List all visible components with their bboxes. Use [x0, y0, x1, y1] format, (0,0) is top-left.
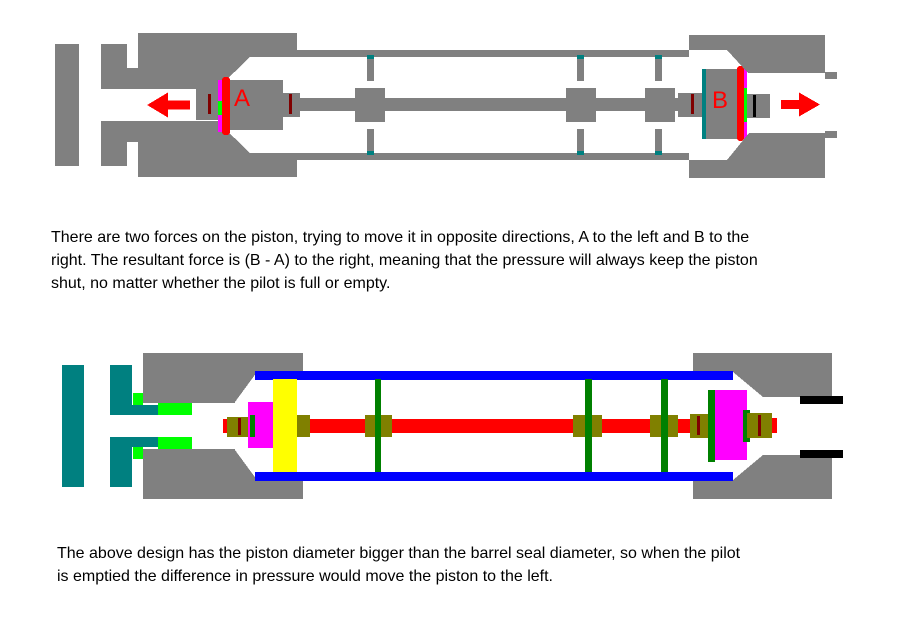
- valve-body-bottom-band: [138, 153, 297, 177]
- piston2-a-guide-right: [297, 415, 310, 437]
- piston-a-stem-pin: [208, 94, 211, 114]
- outlet-pipe-wall-bottom: [800, 450, 843, 458]
- spider2-web-bottom: [577, 129, 584, 153]
- inlet-bracket-top: [101, 44, 127, 89]
- piston-b-body: [706, 69, 737, 139]
- inlet-bracket-bottom-arm: [127, 121, 138, 142]
- bottom-valve-diagram: [62, 353, 843, 499]
- piston-a-face-seal: [222, 77, 230, 135]
- piston-b-retainer: [702, 69, 706, 139]
- piston-b-stem-left: [678, 93, 702, 117]
- piston-b-stem-right-pin: [753, 95, 756, 117]
- inlet2-bracket-bottom-arm: [132, 437, 158, 447]
- endcap-top-band: [689, 35, 825, 50]
- piston2-a-rod-seal: [250, 415, 255, 437]
- inlet2-bracket-bottom: [110, 437, 132, 487]
- endcap-bottom-band: [689, 160, 825, 178]
- inlet-bracket-top-arm: [127, 68, 138, 89]
- spider2-tick-top: [577, 55, 584, 59]
- spider2-web-top: [577, 57, 584, 81]
- spider3-tick-bottom: [655, 151, 662, 155]
- outlet-pipe-wall-top: [800, 396, 843, 404]
- barrel-wall-bottom: [297, 153, 689, 160]
- spider3-hub: [645, 88, 675, 122]
- inlet-bracket-bottom: [101, 121, 127, 166]
- endcap-bottom-lip: [825, 131, 837, 138]
- endcap-bottom-cone: [727, 133, 825, 160]
- inlet2-seal-top-bar: [158, 403, 192, 415]
- inlet2-bracket-top-arm: [132, 405, 158, 415]
- explanation-forces: There are two forces on the piston, tryi…: [51, 229, 758, 292]
- explanation-design: The above design has the piston diameter…: [57, 545, 741, 585]
- spider2-tick-bottom: [577, 151, 584, 155]
- piston2-a-face: [273, 379, 297, 472]
- force-label-b: B: [712, 87, 728, 114]
- endcap2-top-cone: [733, 372, 832, 397]
- spider2-2-seal: [585, 379, 592, 472]
- endcap2-top-band: [693, 353, 832, 372]
- spider3-web-bottom: [655, 129, 662, 153]
- endcap2-bottom-cone: [733, 455, 832, 480]
- inlet2-seal-bottom-block: [133, 447, 143, 459]
- endcap2-bottom-band: [693, 480, 832, 499]
- barrel2-wall-top: [255, 371, 733, 380]
- piston-a-body: [230, 80, 283, 130]
- piston-rod: [283, 98, 683, 111]
- inlet2-anchor-bar: [62, 365, 84, 487]
- inlet2-seal-bottom-bar: [158, 437, 192, 449]
- body2-top-funnel: [143, 372, 257, 403]
- piston2-a-guide-pin: [238, 418, 241, 435]
- body2-bottom-band: [143, 480, 303, 499]
- left-anchor-bar: [55, 44, 79, 166]
- spider1-web-top: [367, 57, 374, 81]
- barrel-wall-top: [297, 50, 689, 57]
- body2-top-band: [143, 353, 303, 372]
- piston2-b-seal-left: [708, 390, 715, 462]
- arrow-left-icon: [147, 92, 190, 118]
- spider1-web-bottom: [367, 129, 374, 153]
- spider1-tick-bottom: [367, 151, 374, 155]
- spider2-3-seal: [661, 379, 668, 472]
- inlet2-bracket-top: [110, 365, 132, 415]
- piston-a-seat-seal: [218, 101, 222, 115]
- piston2-b-guide-left-pin: [697, 416, 700, 435]
- piston-b-seat-seal: [744, 88, 747, 122]
- piston-b-face-seal: [737, 66, 744, 141]
- valve-body-top-band: [138, 33, 297, 57]
- spider1-tick-top: [367, 55, 374, 59]
- force-label-a: A: [234, 85, 250, 112]
- piston-a-stem-left: [196, 88, 218, 120]
- piston2-b-guide-right-pin: [758, 415, 761, 436]
- barrel2-wall-bottom: [255, 472, 733, 481]
- spider2-hub: [566, 88, 596, 122]
- piston2-b-body: [715, 390, 747, 460]
- piston2-b-rod-stub: [772, 418, 777, 433]
- top-valve-diagram: A B: [55, 33, 837, 178]
- spider3-tick-top: [655, 55, 662, 59]
- body2-bottom-funnel: [143, 449, 257, 480]
- endcap-top-lip: [825, 72, 837, 79]
- inlet2-seal-top-block: [133, 393, 143, 405]
- piston2-b-seal-right: [743, 410, 750, 442]
- spider2-1-seal: [375, 379, 381, 472]
- spider1-hub: [355, 88, 385, 122]
- endcap-top-cone: [727, 50, 825, 73]
- piston-b-stem-right: [747, 94, 770, 118]
- piston-b-stem-pin: [691, 94, 694, 114]
- arrow-right-icon: [781, 92, 820, 117]
- spider3-web-top: [655, 57, 662, 81]
- piston-a-stem-right-pin: [289, 94, 292, 114]
